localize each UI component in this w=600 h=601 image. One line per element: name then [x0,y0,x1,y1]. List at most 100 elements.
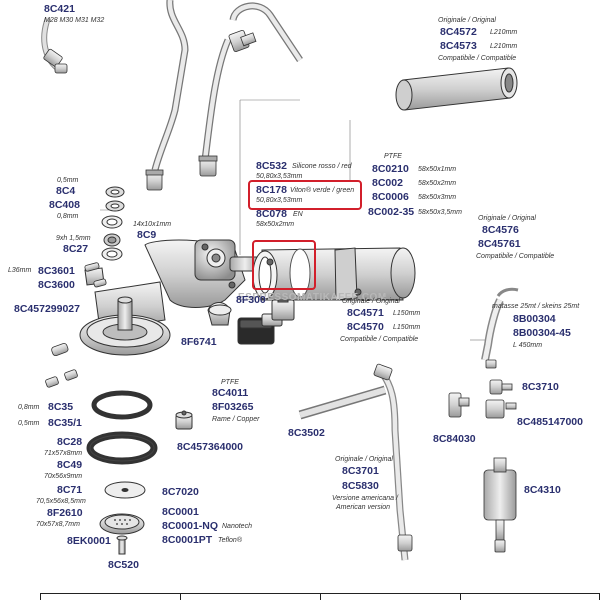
label-08mm: 0,8mm [57,213,79,220]
label-rame: Rame / Copper [212,416,260,423]
label-8c421[interactable]: 8C421 [44,3,75,15]
label-8c7020[interactable]: 8C7020 [162,486,199,498]
label-8c28[interactable]: 8C28 [57,436,83,448]
label-8c3710[interactable]: 8C3710 [522,381,559,393]
label-l36: L36mm [8,267,32,274]
label-8c178[interactable]: 8C178 [256,184,287,196]
sight-gauge-assembly [252,247,416,301]
label-8c0001-nq[interactable]: 8C0001-NQ [162,520,219,532]
label-8c178-dim: 50,80x3,53mm [256,197,303,204]
label-8ek0001[interactable]: 8EK0001 [67,535,111,547]
label-compat3: Compatibile / Compatible [340,336,419,343]
label-8c49-dim: 70x56x9mm [44,473,83,480]
label-8c178-sub: Viton® verde / green [290,187,355,194]
label-8c4571-len: L150mm [393,310,421,317]
screw-3 [45,376,59,388]
label-orig2: Originale / Original [478,215,536,222]
label-8c520[interactable]: 8C520 [108,559,139,571]
part-8c485147000 [485,399,505,419]
part-8c4310 [483,469,517,521]
label-8f2610[interactable]: 8F2610 [47,507,83,519]
label-8c457364000[interactable]: 8C457364000 [177,441,243,453]
label-8c71-dim: 70,5x56x8,5mm [36,498,86,505]
label-8f6741[interactable]: 8F6741 [181,336,217,348]
label-8c4571[interactable]: 8C4571 [347,307,384,319]
label-8c078-dim: 58x50x2mm [256,221,295,228]
label-8c532[interactable]: 8C532 [256,160,287,172]
part-8c3601 [84,262,100,272]
label-08mm2: 0,8mm [18,404,40,411]
label-8c4570[interactable]: 8C4570 [347,321,384,333]
label-8c45761[interactable]: 8C45761 [478,238,521,250]
label-8c4011[interactable]: 8C4011 [212,387,249,399]
label-8c002-35-dim: 58x50x3,5mm [418,209,462,216]
label-8c408[interactable]: 8C408 [49,199,80,211]
label-8c002[interactable]: 8C002 [372,177,403,189]
label-8f2610-dim: 70x57x8,7mm [36,521,80,528]
label-8c27[interactable]: 8C27 [63,243,89,255]
label-8c4576[interactable]: 8C4576 [482,224,519,236]
label-8c3502[interactable]: 8C3502 [288,427,325,439]
label-8c0210[interactable]: 8C0210 [372,163,409,175]
label-8f03265[interactable]: 8F03265 [212,401,254,413]
label-l450: L 450mm [513,342,543,349]
label-orig4: Originale / Original [335,456,393,463]
label-8c49[interactable]: 8C49 [57,459,83,471]
sight-glass-tube [395,67,518,111]
screw-2 [64,369,78,381]
label-8b00304-45[interactable]: 8B00304-45 [513,327,571,339]
label-8c5830[interactable]: 8C5830 [342,480,379,492]
label-ptfe2: PTFE [221,379,239,386]
label-8c002-35[interactable]: 8C002-35 [368,206,415,218]
label-8c078[interactable]: 8C078 [256,208,287,220]
label-8c0001pt[interactable]: 8C0001PT [162,534,213,546]
fitting-8c3701 [397,534,413,552]
label-8c532-sub: Silicone rosso / red [292,163,352,170]
label-matasse: matasse 25mt / skeins 25mt [492,303,580,310]
highlight-gauge [252,240,316,290]
label-8c9[interactable]: 8C9 [137,229,157,241]
label-14x10: 14x10x1mm [133,221,172,228]
label-8c4[interactable]: 8C4 [56,185,76,197]
label-teflon: Teflon® [218,537,242,544]
label-8c421-sub: M28 M30 M31 M32 [44,17,105,24]
label-05mm2: 0,5mm [18,420,40,427]
label-compat2: Compatibile / Compatible [476,253,555,260]
label-8c532-dim: 50,80x3,53mm [256,173,303,180]
label-8c0006-dim: 58x50x3mm [418,194,457,201]
label-8c71[interactable]: 8C71 [57,484,83,496]
label-8c4573[interactable]: 8C4573 [440,40,477,52]
label-8b00304[interactable]: 8B00304 [513,313,556,325]
watermark: ESPRESSOMATIKAFFE.COM [238,292,387,303]
label-8c4572[interactable]: 8C4572 [440,26,477,38]
label-8c485147000[interactable]: 8C485147000 [517,416,583,428]
label-8c3601[interactable]: 8C3601 [38,265,75,277]
label-8f300[interactable]: 8F300 [236,294,266,306]
label-8c0001[interactable]: 8C0001 [162,506,199,518]
label-8c84030[interactable]: 8C84030 [433,433,476,445]
label-8c35[interactable]: 8C35 [48,401,74,413]
group-head [79,239,261,356]
label-orig1: Originale / Original [438,17,496,24]
label-8c457299027[interactable]: 8C457299027 [14,303,80,315]
label-8c4572-len: L210mm [490,29,518,36]
label-8c3701[interactable]: 8C3701 [342,465,379,477]
label-8c28-dim: 71x57x8mm [44,450,83,457]
fitting-8c421 [43,48,63,68]
label-8c0210-dim: 58x50x1mm [418,166,457,173]
label-8c0006[interactable]: 8C0006 [372,191,409,203]
label-ptfe1: PTFE [384,153,402,160]
part-8c35 [91,390,153,420]
label-8c078-sub: EN [293,211,303,218]
label-8c3600[interactable]: 8C3600 [38,279,75,291]
label-8c35-1[interactable]: 8C35/1 [48,417,82,429]
label-05mm: 0,5mm [57,177,79,184]
label-8c002-dim: 58x50x2mm [418,180,457,187]
label-8c4570-len: L150mm [393,324,421,331]
label-8c4573-len: L210mm [490,43,518,50]
label-8c4310[interactable]: 8C4310 [524,484,561,496]
screw-1 [51,343,69,357]
label-american: American version [336,504,391,511]
highlight-8c178 [248,180,362,210]
